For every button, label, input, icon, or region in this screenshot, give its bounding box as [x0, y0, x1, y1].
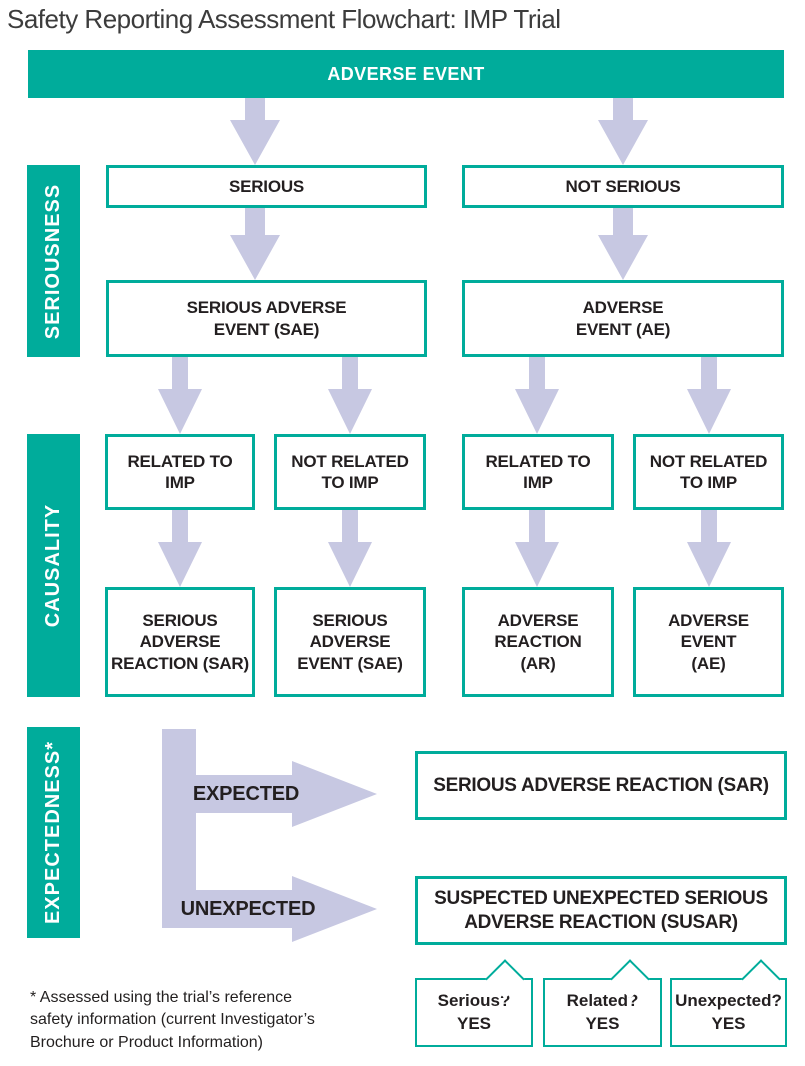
not-related-to-imp-box-2: NOT RELATED TO IMP — [633, 434, 784, 510]
expected-arrow-head — [292, 761, 377, 827]
arrow-banner-to-serious — [230, 98, 280, 165]
page-title: Safety Reporting Assessment Flowchart: I… — [7, 4, 561, 34]
arrow-related-to-sar — [158, 510, 202, 587]
ae-box: ADVERSE EVENT (AE) — [462, 280, 784, 357]
ar-box: ADVERSE REACTION (AR) — [462, 587, 614, 697]
arrow-banner-to-not-serious — [598, 98, 648, 165]
arrow-sae-to-not-related — [328, 357, 372, 434]
arrow-related-to-ar — [515, 510, 559, 587]
expected-label: EXPECTED — [192, 783, 300, 805]
arrow-not-serious-to-ae — [598, 208, 648, 280]
arrow-ae-to-related — [515, 357, 559, 434]
expectedness-section-label: EXPECTEDNESS* — [27, 727, 80, 938]
sae-outcome-box: SERIOUS ADVERSE EVENT (SAE) — [274, 587, 426, 697]
arrow-not-related-to-ae — [687, 510, 731, 587]
criterion-unexpected-box: Unexpected? YES — [670, 959, 787, 1047]
related-to-imp-box-2: RELATED TO IMP — [462, 434, 614, 510]
criterion-serious-box: Serious? YES — [415, 959, 533, 1047]
sae-box: SERIOUS ADVERSE EVENT (SAE) — [106, 280, 427, 357]
sar-result-box: SERIOUS ADVERSE REACTION (SAR) — [415, 751, 787, 820]
adverse-event-banner: ADVERSE EVENT — [28, 50, 784, 98]
seriousness-section-label: SERIOUSNESS — [27, 165, 80, 357]
arrow-ae-to-not-related — [687, 357, 731, 434]
sar-box: SERIOUS ADVERSE REACTION (SAR) — [105, 587, 255, 697]
related-to-imp-box-1: RELATED TO IMP — [105, 434, 255, 510]
serious-box: SERIOUS — [106, 165, 427, 208]
susar-result-box: SUSPECTED UNEXPECTED SERIOUS ADVERSE REA… — [415, 876, 787, 945]
footnote: * Assessed using the trial’s reference s… — [30, 989, 315, 1051]
unexpected-arrow-head — [292, 876, 377, 942]
criterion-related-box: Related? YES — [543, 959, 662, 1047]
ae-outcome-box: ADVERSE EVENT (AE) — [633, 587, 784, 697]
adverse-event-banner-label: ADVERSE EVENT — [327, 63, 485, 84]
unexpected-arrow-body — [196, 890, 293, 928]
unexpected-label: UNEXPECTED — [180, 898, 316, 920]
expectedness-connector-bar — [162, 729, 196, 928]
expected-arrow-body — [196, 775, 293, 813]
not-related-to-imp-box-1: NOT RELATED TO IMP — [274, 434, 426, 510]
arrow-serious-to-sae — [230, 208, 280, 280]
arrow-not-related-to-sae — [328, 510, 372, 587]
arrow-sae-to-related — [158, 357, 202, 434]
causality-section-label: CAUSALITY — [27, 434, 80, 697]
not-serious-box: NOT SERIOUS — [462, 165, 784, 208]
